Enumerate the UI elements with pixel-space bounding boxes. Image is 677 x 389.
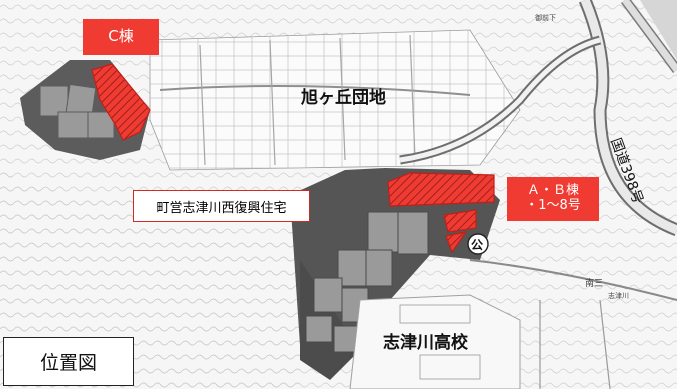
school-grounds [349,294,521,389]
c-building-site-highlight [91,63,151,141]
map-title: 位置図 [3,337,134,386]
place-label-top-right: 御前下 [535,14,556,22]
ab-building-label: Ａ・Ｂ棟 ・1～8号 [507,177,599,221]
district-label: 旭ヶ丘団地 [301,88,386,108]
place-label-south-2: 志津川 [608,292,629,300]
c-building-label: C棟 [83,19,159,55]
housing-name-label: 町営志津川西復興住宅 [133,190,310,222]
school-label: 志津川高校 [383,333,468,353]
ab-building-site-small-2 [445,231,468,254]
ab-building-site-small-1 [443,209,477,233]
ab-building-label-line1: Ａ・Ｂ棟 [526,183,579,199]
ab-building-site-highlight [387,172,495,207]
park-marker-label: 公 [471,238,484,252]
park-marker-icon [467,233,489,255]
place-label-south-1: 南三 [585,279,604,289]
ab-building-label-line2: ・1～8号 [525,198,581,213]
c-site-buildings [39,83,115,139]
